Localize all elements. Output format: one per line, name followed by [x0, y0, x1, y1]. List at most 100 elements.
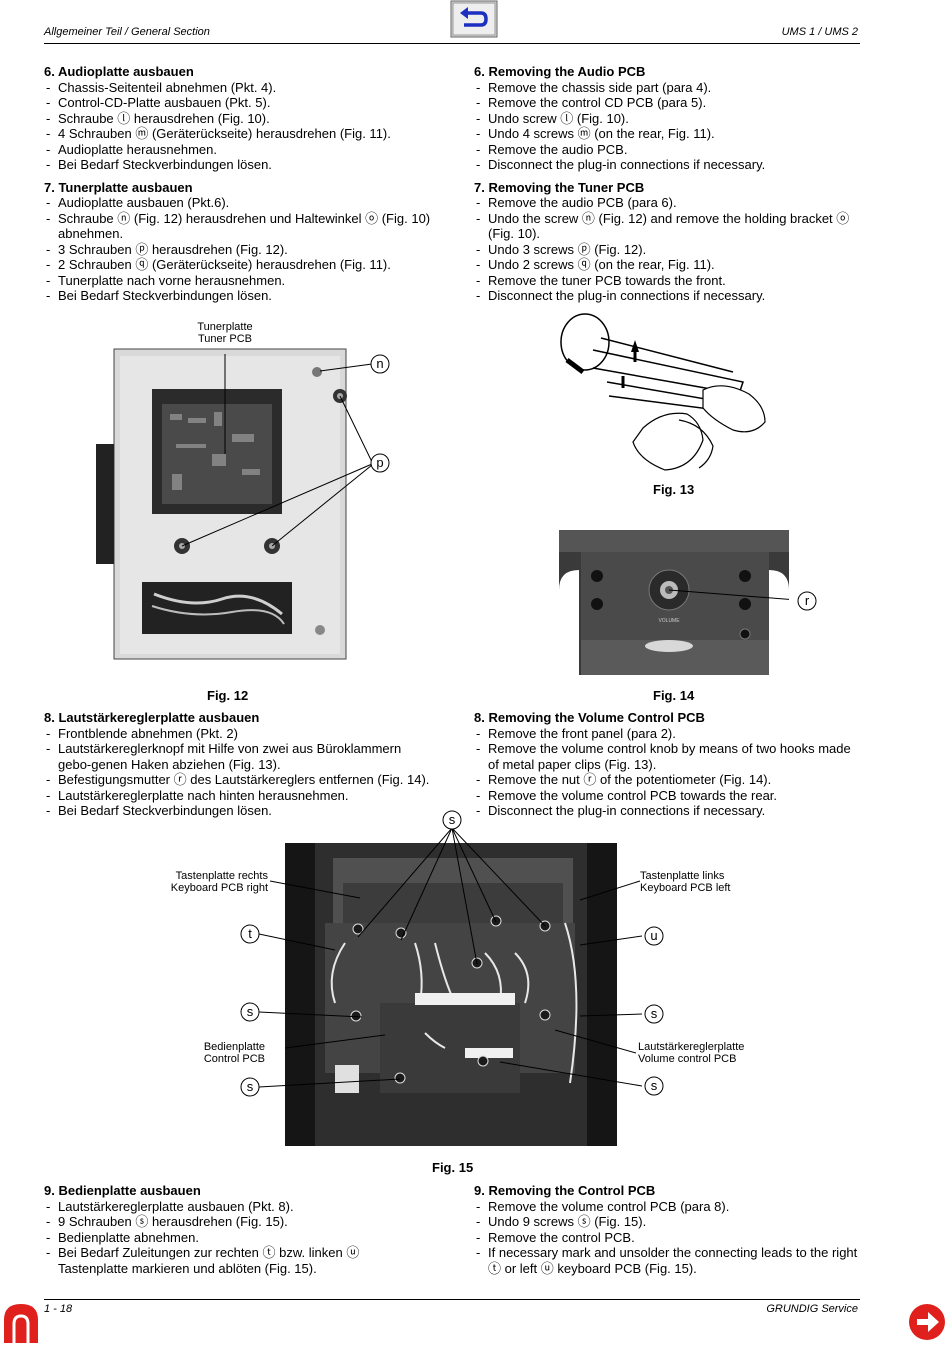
fig14-panel-text: VOLUME: [658, 618, 680, 624]
list-item: Remove the nut ⓡ of the potentiometer (F…: [474, 772, 862, 788]
list-item: Remove the control PCB.: [474, 1230, 862, 1246]
section-title: 8. Removing the Volume Control PCB: [474, 710, 705, 725]
list-item: Audioplatte herausnehmen.: [44, 142, 432, 158]
section-en-8: 8. Removing the Volume Control PCB Remov…: [474, 710, 862, 819]
fig14-front-panel-photo: VOLUME: [559, 530, 798, 675]
label-en: Keyboard PCB left: [640, 882, 731, 894]
callout-t: t: [248, 926, 252, 941]
fig15-caption: Fig. 15: [432, 1160, 474, 1175]
label-en: Control PCB: [203, 1053, 265, 1065]
fig15-label-right-keyboard: Tastenplatte rechts Keyboard PCB right: [150, 870, 268, 894]
header-rule: [44, 43, 860, 44]
list-item: Undo 4 screws ⓜ (on the rear, Fig. 11).: [474, 126, 862, 142]
fig13-caption: Fig. 13: [653, 482, 695, 497]
return-arrow-icon: [450, 0, 498, 38]
list-item: Tunerplatte nach vorne herausnehmen.: [44, 273, 432, 289]
fig14-callouts: r: [797, 591, 817, 611]
list-item: Schraube ⓝ (Fig. 12) herausdrehen und Ha…: [44, 211, 432, 242]
list-item: Undo 3 screws ⓟ (Fig. 12).: [474, 242, 862, 258]
list-item: Disconnect the plug-in connections if ne…: [474, 288, 862, 304]
header-right: UMS 1 / UMS 2: [781, 26, 858, 38]
list-item: Remove the volume control PCB towards th…: [474, 788, 862, 804]
page-number: 1 - 18: [44, 1303, 73, 1315]
callout-n: n: [376, 356, 383, 371]
fig12-caption: Fig. 12: [207, 688, 249, 703]
list-item: Chassis-Seitenteil abnehmen (Pkt. 4).: [44, 80, 432, 96]
list-item: Disconnect the plug-in connections if ne…: [474, 803, 862, 819]
callout-s: s: [247, 1004, 254, 1019]
list-item: Undo the screw ⓝ (Fig. 12) and remove th…: [474, 211, 862, 242]
next-page-button[interactable]: [908, 1303, 946, 1341]
section-title: 7. Tunerplatte ausbauen: [44, 179, 193, 195]
label-de: Tastenplatte rechts: [175, 870, 268, 882]
fig12-callouts: n p: [370, 354, 390, 473]
fig14-caption: Fig. 14: [653, 688, 695, 703]
list-item: Remove the control CD PCB (para 5).: [474, 95, 862, 111]
english-column-top: 6. Removing the Audio PCB Remove the cha…: [474, 64, 862, 311]
list-item: Bei Bedarf Zuleitungen zur rechten ⓣ bzw…: [44, 1245, 432, 1276]
callout-s: s: [651, 1078, 658, 1093]
german-column-top: 6. Audioplatte ausbauen Chassis-Seitente…: [44, 64, 432, 311]
back-button[interactable]: [450, 0, 498, 38]
section-title: 8. Lautstärkereglerplatte ausbauen: [44, 710, 260, 725]
fig15-label-left-keyboard: Tastenplatte links Keyboard PCB left: [640, 870, 770, 894]
section-de-6: 6. Audioplatte ausbauen Chassis-Seitente…: [44, 64, 432, 173]
list-item: Remove the tuner PCB towards the front.: [474, 273, 862, 289]
list-item: Bei Bedarf Steckverbindungen lösen.: [44, 157, 432, 173]
list-item: Lautstärkereglerknopf mit Hilfe von zwei…: [44, 741, 432, 772]
label-en: Keyboard PCB right: [170, 882, 268, 894]
footer-rule: [44, 1299, 860, 1300]
label-en: Volume control PCB: [638, 1053, 737, 1065]
label-de: Lautstärkereglerplatte: [638, 1041, 745, 1053]
grundig-logo-icon: [4, 1304, 38, 1343]
english-column-middle: 8. Removing the Volume Control PCB Remov…: [474, 710, 862, 826]
list-item: Befestigungsmutter ⓡ des Lautstärkeregle…: [44, 772, 432, 788]
fig12-label-de: Tunerplatte: [197, 321, 253, 333]
section-title: 9. Bedienplatte ausbauen: [44, 1183, 201, 1198]
fig15-label-volume: Lautstärkereglerplatte Volume control PC…: [638, 1041, 778, 1065]
label-de: Bedienplatte: [203, 1041, 265, 1053]
callout-p: p: [376, 455, 383, 470]
list-item: Undo screw ⓛ (Fig. 10).: [474, 111, 862, 127]
list-item: Lautstärkereglerplatte ausbauen (Pkt. 8)…: [44, 1199, 432, 1215]
fig12-label: Tunerplatte Tuner PCB: [180, 321, 270, 345]
fig15-label-control: Bedienplatte Control PCB: [175, 1041, 265, 1065]
fig12-tuner-chassis-photo: [92, 344, 424, 662]
section-de-8: 8. Lautstärkereglerplatte ausbauen Front…: [44, 710, 432, 819]
fig15-callouts: s t s s u s s: [240, 810, 664, 1097]
footer-brand: GRUNDIG Service: [766, 1303, 858, 1315]
list-item: Audioplatte ausbauen (Pkt.6).: [44, 195, 432, 211]
list-item: Disconnect the plug-in connections if ne…: [474, 157, 862, 173]
next-arrow-icon: [909, 1304, 945, 1340]
german-column-middle: 8. Lautstärkereglerplatte ausbauen Front…: [44, 710, 432, 826]
section-en-6: 6. Removing the Audio PCB Remove the cha…: [474, 64, 862, 173]
list-item: Remove the volume control knob by means …: [474, 741, 862, 772]
callout-s: s: [247, 1079, 254, 1094]
section-en-9: 9. Removing the Control PCB Remove the v…: [474, 1183, 862, 1276]
callout-s: s: [651, 1006, 658, 1021]
section-en-7: 7. Removing the Tuner PCB Remove the aud…: [474, 180, 862, 304]
section-title: 7. Removing the Tuner PCB: [474, 179, 645, 195]
list-item: 3 Schrauben ⓟ herausdrehen (Fig. 12).: [44, 242, 432, 258]
list-item: Remove the volume control PCB (para 8).: [474, 1199, 862, 1215]
list-item: Bei Bedarf Steckverbindungen lösen.: [44, 288, 432, 304]
header-left: Allgemeiner Teil / General Section: [44, 26, 210, 38]
fig12-label-en: Tuner PCB: [197, 333, 252, 345]
list-item: Bei Bedarf Steckverbindungen lösen.: [44, 803, 432, 819]
callout-s: s: [449, 812, 456, 827]
list-item: Remove the chassis side part (para 4).: [474, 80, 862, 96]
section-title: 6. Removing the Audio PCB: [474, 64, 646, 79]
list-item: Lautstärkereglerplatte nach hinten herau…: [44, 788, 432, 804]
list-item: Undo 2 screws ⓠ (on the rear, Fig. 11).: [474, 257, 862, 273]
callout-r: r: [805, 593, 810, 608]
list-item: Schraube ⓛ herausdrehen (Fig. 10).: [44, 111, 432, 127]
list-item: 9 Schrauben ⓢ herausdrehen (Fig. 15).: [44, 1214, 432, 1230]
section-de-7: 7. Tunerplatte ausbauen Audioplatte ausb…: [44, 180, 432, 304]
list-item: Control-CD-Platte ausbauen (Pkt. 5).: [44, 95, 432, 111]
section-de-9: 9. Bedienplatte ausbauen Lautstärkeregle…: [44, 1183, 432, 1276]
list-item: Remove the audio PCB (para 6).: [474, 195, 862, 211]
list-item: If necessary mark and unsolder the conne…: [474, 1245, 862, 1276]
list-item: 2 Schrauben ⓠ (Geräterückseite) herausdr…: [44, 257, 432, 273]
list-item: Bedienplatte abnehmen.: [44, 1230, 432, 1246]
section-title: 9. Removing the Control PCB: [474, 1183, 656, 1198]
